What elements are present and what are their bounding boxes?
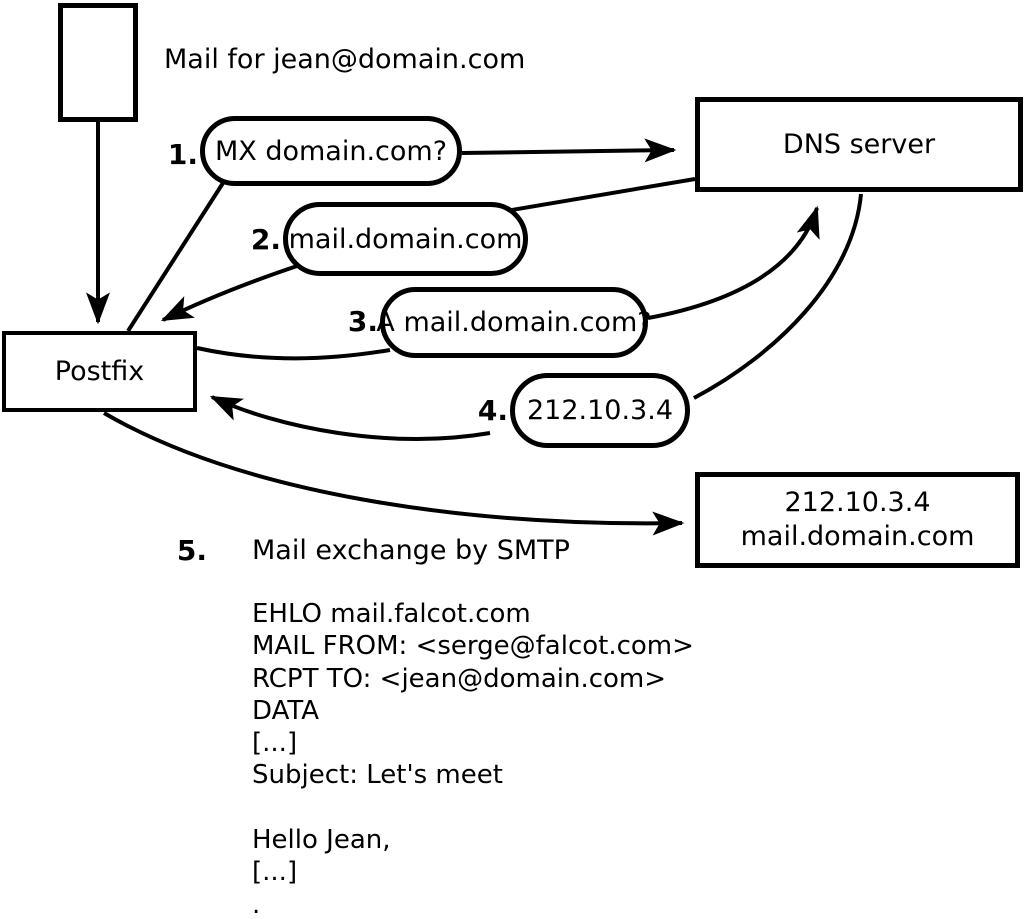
step5-number: 5. [176,534,207,567]
step1-number: 1. [167,138,198,171]
step2-bubble: mail.domain.com [283,202,528,276]
smtp-session-transcript: EHLO mail.falcot.com MAIL FROM: <serge@f… [252,599,694,919]
destination-server-node: 212.10.3.4 mail.domain.com [695,472,1020,568]
line-postfix-to-step1 [126,181,225,333]
arrow-step2-to-postfix [160,262,304,322]
step3-number: 3. [347,305,378,338]
step1-bubble: MX domain.com? [200,116,462,186]
destination-hostname-label: mail.domain.com [740,521,975,552]
arrow-step4-to-postfix [209,395,491,441]
step4-label: 212.10.3.4 [527,395,673,426]
step1-label: MX domain.com? [214,135,448,167]
step2-label: mail.domain.com [288,223,523,255]
arrow-step3-to-dns [647,205,820,320]
step5-label: Mail exchange by SMTP [252,535,570,566]
line-dns-to-step4 [693,193,863,400]
step3-label: A mail.domain.com? [376,307,652,338]
postfix-label: Postfix [54,356,145,387]
step2-number: 2. [250,223,281,256]
header-label: Mail for jean@domain.com [164,44,526,75]
line-postfix-to-step3 [196,346,391,361]
step3-bubble: A mail.domain.com? [376,287,652,358]
arrow-postfix-to-destination [102,411,685,536]
destination-ip-label: 212.10.3.4 [784,487,931,518]
envelope-icon [58,3,138,122]
postfix-node: Postfix [2,331,197,412]
dns-server-label: DNS server [782,129,936,160]
dns-server-node: DNS server [695,97,1023,192]
step4-number: 4. [477,394,508,427]
line-dns-to-step2 [493,177,696,215]
arrow-step1-to-dns [461,138,677,163]
step4-bubble: 212.10.3.4 [510,373,690,448]
